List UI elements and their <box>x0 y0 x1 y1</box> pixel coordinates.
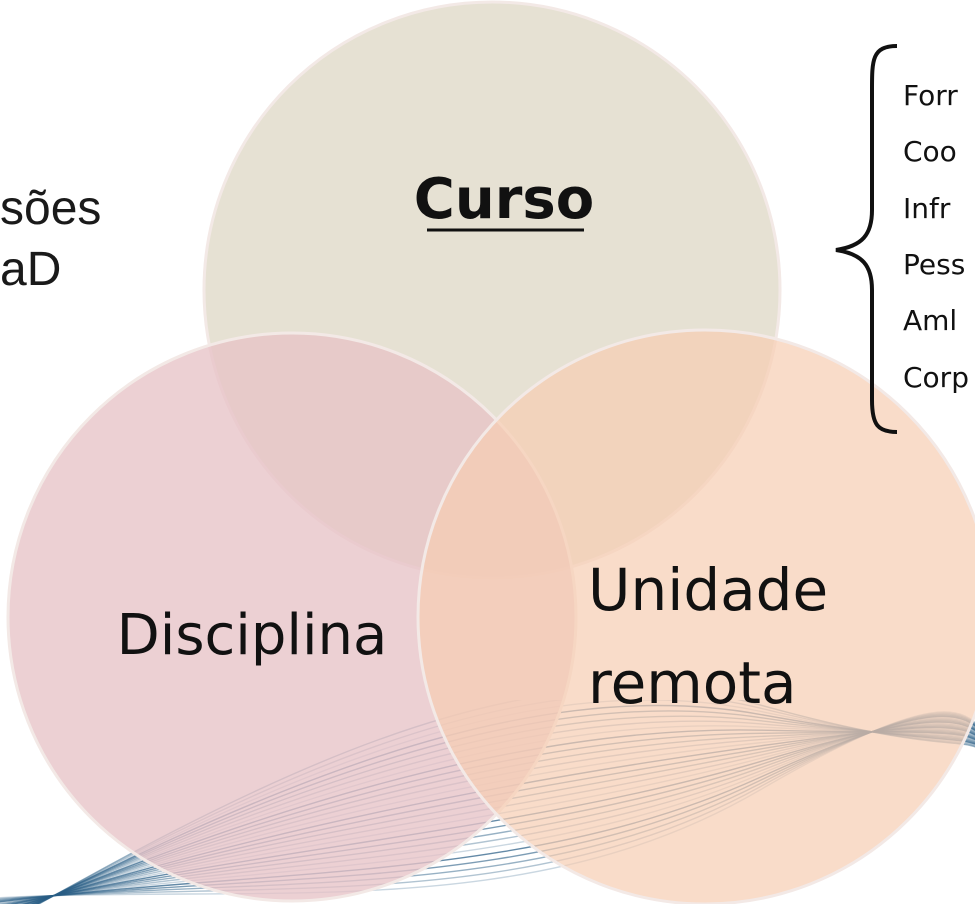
label-disciplina: Disciplina <box>117 603 388 668</box>
list-item-3: Infr <box>903 192 951 225</box>
list-item-5: Aml <box>903 304 958 337</box>
side-text-line-1: sões <box>0 182 102 235</box>
list-item-2: Coo <box>903 135 957 168</box>
side-text-line-2: aD <box>0 243 62 296</box>
label-remota: remota <box>588 649 797 717</box>
label-curso: Curso <box>414 167 594 232</box>
list-item-6: Corp <box>903 361 969 394</box>
list-item-1: Forr <box>903 79 958 112</box>
list-item-4: Pess <box>903 248 966 281</box>
curly-brace <box>835 44 898 434</box>
label-unidade: Unidade <box>588 556 828 624</box>
